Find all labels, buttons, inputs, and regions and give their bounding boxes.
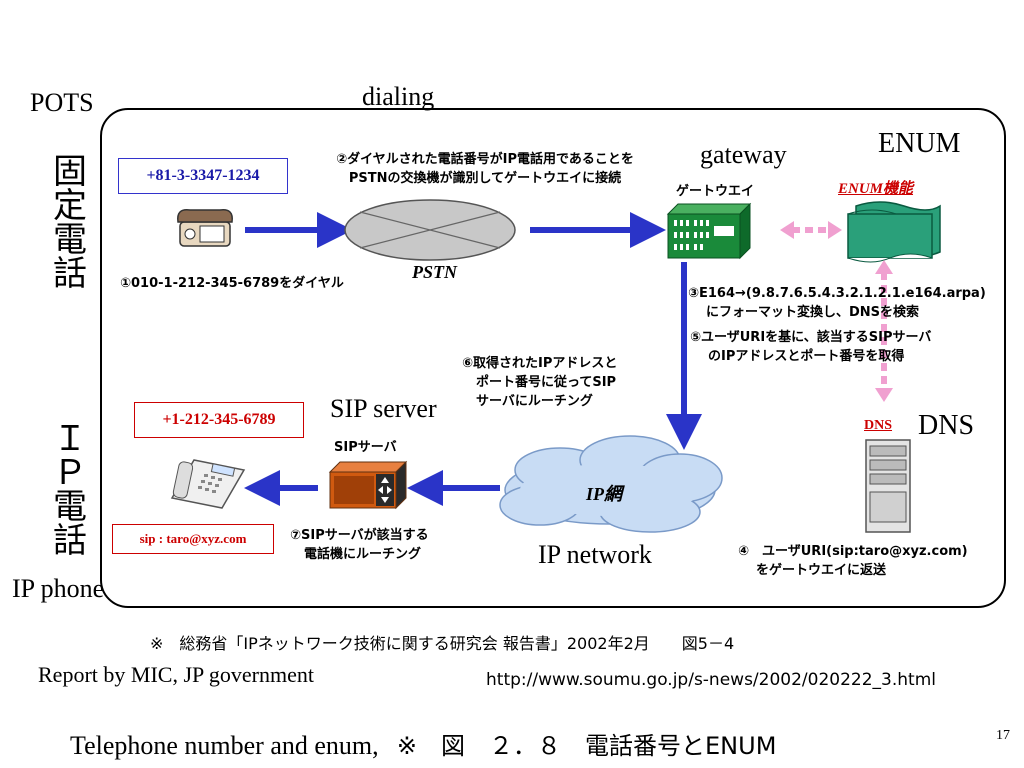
ip-phone-label: IP phone <box>12 574 105 603</box>
arrow-gateway-enum <box>780 221 842 239</box>
dns-jp-label: DNS <box>864 418 893 433</box>
gateway-en-label: gateway <box>700 140 787 169</box>
dns-server-icon <box>865 439 911 533</box>
pstn-ellipse <box>344 199 516 261</box>
dns-en-label: DNS <box>918 410 975 441</box>
fixed-number-box: +81-3-3347-1234 <box>118 158 288 194</box>
page-number: 17 <box>996 728 1010 743</box>
us-number-box: +1-212-345-6789 <box>134 402 304 438</box>
enum-function-label: ENUM機能 <box>838 181 914 197</box>
dialing-label: dialing <box>362 82 435 111</box>
sip-uri-box: sip : taro@xyz.com <box>112 524 274 554</box>
enum-database-icon <box>847 201 941 263</box>
pstn-label: PSTN <box>412 262 457 282</box>
gateway-icon <box>666 202 752 260</box>
desk-phone-icon <box>177 209 233 247</box>
ip-cloud <box>499 435 723 533</box>
step5-note: ⑤ユーザURIを基に、該当するSIPサーバ のIPアドレスとポート番号を取得 <box>690 330 932 364</box>
ip-net-jp-label: IP網 <box>586 484 622 504</box>
step3-note: ③E164→(9.8.7.6.5.4.3.2.1.2.1.e164.arpa) … <box>688 286 986 320</box>
step2-note: ②ダイヤルされた電話番号がIP電話用であることを PSTNの交換機が識別してゲー… <box>336 152 634 186</box>
fixed-phone-vertical-label: 固 定 電 話 <box>53 152 87 294</box>
pots-label: POTS <box>30 88 94 117</box>
sip-server-en-label: SIP server <box>330 394 437 423</box>
ip-phone-vertical-label: Ｉ Ｐ 電 話 <box>53 419 87 561</box>
enum-en-label: ENUM <box>878 128 961 159</box>
ip-phone-icon <box>170 459 246 509</box>
arrow-enum-dns <box>875 260 893 402</box>
source-citation: ※ 総務省「IPネットワーク技術に関する研究会 報告書」2002年2月 図5－4 <box>150 634 735 653</box>
sip-server-jp-label: SIPサーバ <box>334 440 397 455</box>
slide-title: Telephone number and enum, ※ 図 ２．８ 電話番号と… <box>70 731 777 760</box>
step4-note: ④ ユーザURI(sip:taro@xyz.com) をゲートウエイに返送 <box>738 544 968 578</box>
gateway-jp-label: ゲートウエイ <box>676 184 755 199</box>
diagram-panel <box>100 108 1006 608</box>
source-url[interactable]: http://www.soumu.go.jp/s-news/2002/02022… <box>486 670 936 690</box>
ip-network-en-label: IP network <box>538 540 652 569</box>
step1-note: ①010-1-212-345-6789をダイヤル <box>120 276 344 291</box>
step7-note: ⑦SIPサーバが該当する 電話機にルーチング <box>290 528 429 562</box>
report-credit: Report by MIC, JP government <box>38 662 314 687</box>
step6-note: ⑥取得されたIPアドレスと ポート番号に従ってSIP サーバにルーチング <box>462 356 618 409</box>
sip-server-icon <box>328 460 408 510</box>
